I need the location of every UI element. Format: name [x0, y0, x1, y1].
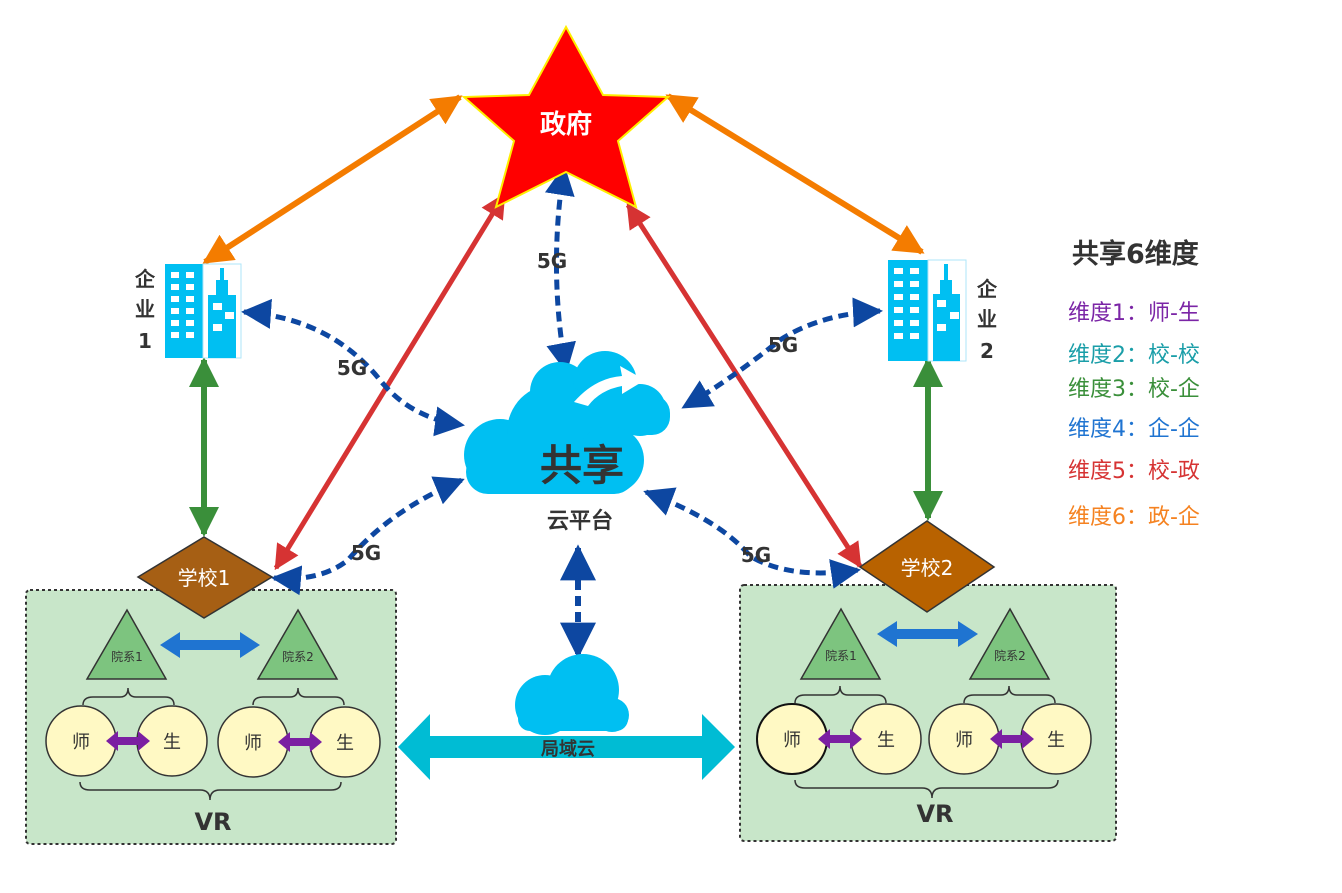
5g-school2-cloud-link [643, 487, 861, 589]
legend-item-3: 维度3：校-企 [1068, 377, 1200, 402]
cloud-icon [515, 654, 629, 735]
legend-item-5: 维度5：校-政 [1068, 459, 1200, 484]
legend-item-2: 维度2：校-校 [1068, 343, 1200, 368]
legend-item-6: 维度6：政-企 [1068, 505, 1200, 530]
5g-label-school2: 5G [741, 543, 771, 567]
brace [963, 685, 1056, 704]
school2-label: 学校2 [901, 556, 954, 580]
student-label: 生 [1047, 730, 1065, 751]
enterprise2-label-2: 业 [977, 307, 997, 331]
government-node[interactable]: 政府 [461, 24, 671, 209]
school1-node[interactable]: 学校1 [136, 536, 274, 619]
local-cloud-label: 局域云 [541, 738, 595, 760]
share-arrow-icon [574, 366, 645, 406]
enterprise2-node[interactable]: 企 业 2 [888, 259, 998, 363]
legend: 共享6维度 维度1：师-生 维度2：校-校 维度3：校-企 维度4：企-企 维度… [1068, 232, 1200, 539]
5g-label-enterprise2: 5G [768, 333, 798, 357]
enterprise1-label-3: 1 [138, 329, 152, 353]
5g-label-gov: 5G [537, 249, 567, 273]
enterprise2-label-3: 2 [980, 339, 994, 363]
department-label: 院系2 [994, 649, 1026, 663]
gov-school1-link [273, 192, 507, 571]
student-label: 生 [877, 730, 895, 751]
school2-node[interactable]: 学校2 [858, 520, 996, 613]
gov-school2-link [625, 202, 863, 569]
building-icon [165, 263, 242, 359]
5g-label-enterprise1: 5G [337, 356, 367, 380]
legend-item-4: 维度4：企-企 [1068, 417, 1200, 442]
department-label: 院系1 [825, 649, 857, 663]
5g-gov-cloud-link [545, 165, 576, 373]
vr-label: VR [194, 808, 231, 836]
diamond-shape [858, 520, 996, 613]
brace [252, 687, 345, 706]
dept-link-arrow [877, 621, 978, 647]
star-icon [461, 24, 671, 209]
teacher-student-link [106, 731, 150, 751]
department-triangle[interactable] [799, 607, 882, 680]
enterprise1-label-1: 企 [134, 267, 156, 291]
brace [79, 781, 342, 801]
diamond-shape [136, 536, 274, 619]
student-label: 生 [336, 733, 354, 754]
local-cloud-link [398, 714, 735, 780]
local-cloud-node[interactable] [515, 654, 629, 735]
school1-label: 学校1 [178, 566, 231, 590]
teacher-label: 师 [783, 730, 801, 751]
brace [794, 685, 887, 704]
department-label: 院系1 [111, 650, 143, 664]
5g-school1-cloud-link [271, 476, 465, 596]
department-label: 院系2 [282, 650, 314, 664]
brace [794, 779, 1059, 799]
teacher-label: 师 [244, 733, 262, 754]
5g-label-school1: 5G [351, 541, 381, 565]
legend-title: 共享6维度 [1072, 239, 1199, 270]
cloud-platform-node[interactable]: 共享 云平台 [464, 351, 670, 534]
gov-enterprise2-link [665, 93, 925, 255]
cloud-platform-title: 共享 [540, 441, 624, 490]
5g-enterprise1-cloud-link [241, 298, 465, 437]
cloud-icon [464, 351, 670, 494]
cloud-platform-subtitle: 云平台 [547, 508, 613, 534]
brace [82, 687, 175, 706]
government-label: 政府 [540, 109, 592, 140]
teacher-label: 师 [955, 730, 973, 751]
student-label: 生 [163, 732, 181, 753]
department-triangle[interactable] [85, 608, 168, 680]
enterprise1-label-2: 业 [135, 297, 155, 321]
teacher-label: 师 [72, 732, 90, 753]
teacher-student-link [818, 729, 862, 749]
school1-departments: 院系1 院系2 师 生 师 生 VR [45, 608, 381, 836]
enterprise1-node[interactable]: 企 业 1 [134, 263, 242, 359]
vr-label: VR [916, 800, 953, 828]
5g-enterprise2-cloud-link [681, 297, 883, 410]
dept-link-arrow [160, 632, 260, 658]
school2-departments: 院系1 院系2 师 生 师 生 VR [756, 607, 1092, 828]
teacher-student-link [990, 729, 1034, 749]
department-triangle[interactable] [256, 608, 339, 680]
teacher-student-link [278, 732, 322, 752]
legend-item-1: 维度1：师-生 [1068, 301, 1200, 326]
building-icon [888, 259, 967, 362]
department-triangle[interactable] [968, 607, 1051, 680]
gov-enterprise1-link [202, 94, 463, 265]
enterprise2-label-1: 企 [976, 277, 998, 301]
